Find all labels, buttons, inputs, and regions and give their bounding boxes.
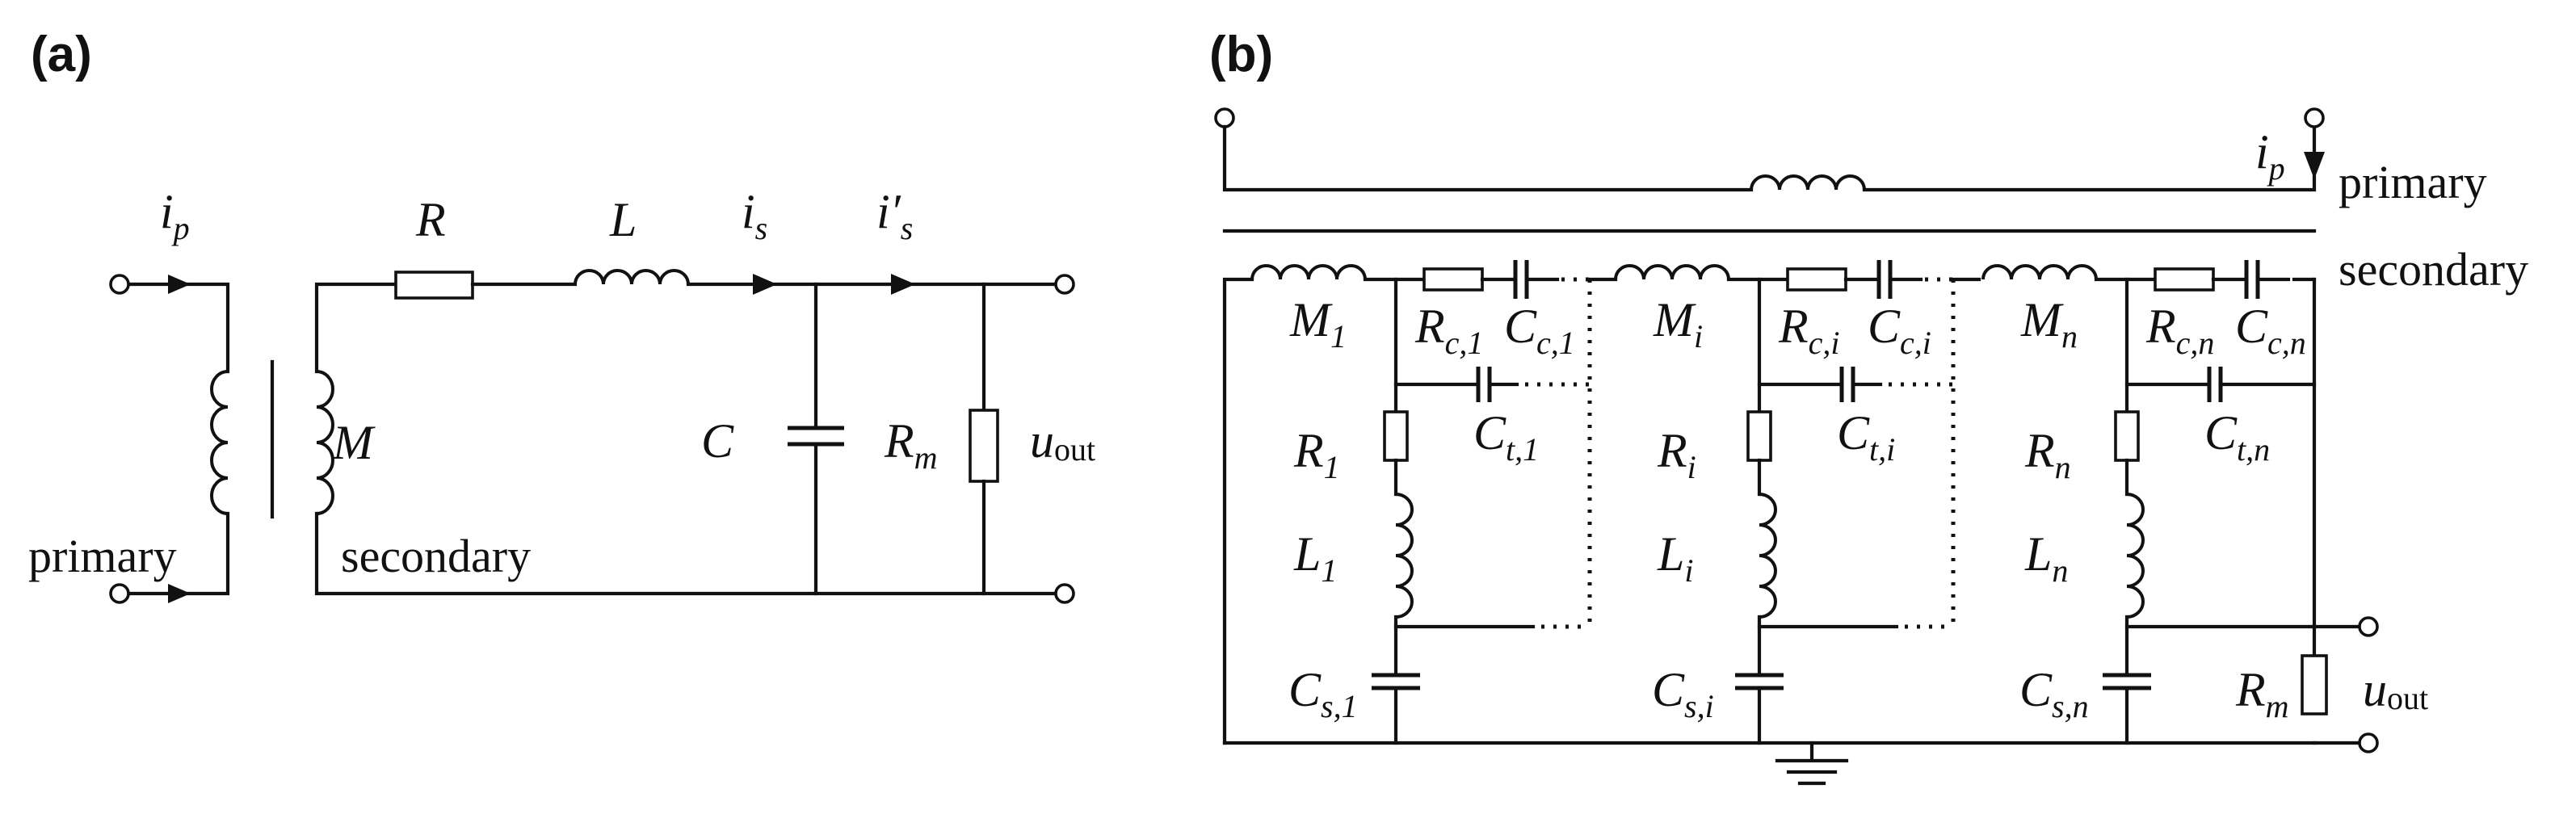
terminal-b-primary-left [1214, 107, 1235, 128]
label-L-n: Ln [2024, 527, 2068, 589]
label-M: M [332, 416, 376, 469]
arrow-ip-top [168, 275, 191, 294]
label-Cc-1: Cc,1 [1504, 300, 1575, 361]
resistor-R-1 [1383, 410, 1409, 462]
panel-b-primary [1214, 107, 2325, 192]
label-b-Rm: Rm [2235, 663, 2289, 724]
label-L-1: L1 [1293, 527, 1337, 589]
label-uout: uout [1030, 414, 1095, 468]
label-primary-a: primary [28, 530, 177, 582]
label-C: C [701, 414, 734, 468]
label-is-prime: i′s [876, 185, 913, 246]
label-b-uout: uout [2363, 663, 2428, 716]
resistor-R [394, 271, 474, 300]
label-R-1: R1 [1293, 424, 1340, 485]
label-L: L [609, 193, 637, 246]
arrow-ip-bottom [168, 584, 191, 603]
arrow-is [753, 274, 777, 295]
terminal-b-out-bottom [2358, 732, 2379, 753]
label-M-1: M1 [1289, 293, 1347, 355]
inductor-M-i [1614, 264, 1730, 280]
terminal-primary-bottom [109, 583, 130, 604]
label-Cs-n: Cs,n [2019, 663, 2089, 724]
label-R: R [415, 193, 446, 246]
label-b-ip: ip [2255, 125, 2285, 187]
label-Ct-n: Ct,n [2204, 406, 2270, 468]
b-primary-winding [1750, 174, 1866, 191]
label-Cs-i: Cs,i [1652, 663, 1714, 724]
secondary-winding [316, 370, 334, 515]
b-primary-wire-right [1862, 124, 2317, 192]
terminal-b-out-top [2358, 616, 2379, 637]
arrow-b-ip [2304, 152, 2325, 179]
resistor-R-i [1746, 410, 1772, 462]
resistor-Rm [969, 409, 999, 483]
panel-b-secondary [1222, 260, 2379, 786]
label-is: is [742, 185, 767, 246]
label-Rc-i: Rc,i [1778, 300, 1840, 361]
resistor-R-n [2114, 410, 2140, 462]
inductor-L-i [1759, 493, 1777, 619]
resistor-Rc-1 [1422, 267, 1484, 292]
label-Rm: Rm [884, 414, 938, 476]
inductor-M-n [1981, 264, 2098, 280]
label-Cc-n: Cc,n [2235, 300, 2306, 361]
label-Ct-1: Ct,1 [1473, 406, 1539, 468]
label-Cc-i: Cc,i [1868, 300, 1931, 361]
resistor-b-Rm [2301, 654, 2328, 715]
label-M-i: Mi [1653, 293, 1703, 355]
primary-bottom-wire [127, 511, 230, 596]
label-primary-b: primary [2339, 156, 2487, 208]
inductor-L-1 [1395, 493, 1414, 619]
panel-a-circuit [109, 269, 1075, 604]
arrow-is-prime [891, 274, 915, 295]
terminal-primary-top [109, 274, 130, 295]
inductor-L-n [2126, 493, 2145, 619]
label-Rc-1: Rc,1 [1414, 300, 1483, 361]
panel-a-tag: (a) [31, 27, 92, 82]
secondary-bottom-wire [314, 511, 1061, 596]
label-R-i: Ri [1657, 424, 1696, 485]
terminal-out-top [1054, 274, 1075, 295]
terminal-b-primary-right [2304, 107, 2325, 128]
label-ip: ip [160, 185, 190, 246]
inductor-L [574, 269, 690, 285]
primary-top-wire [127, 282, 230, 374]
label-Rc-n: Rc,n [2145, 300, 2214, 361]
secondary-top-wire [314, 282, 398, 374]
b-left-rail [1222, 277, 1254, 745]
label-L-i: Li [1657, 527, 1694, 589]
label-Cs-1: Cs,1 [1288, 663, 1358, 724]
primary-winding [210, 370, 229, 515]
panel-b-tag: (b) [1209, 27, 1273, 82]
label-secondary-b: secondary [2339, 243, 2528, 296]
label-R-n: Rn [2024, 424, 2071, 485]
label-secondary-a: secondary [341, 530, 531, 582]
label-M-n: Mn [2020, 293, 2078, 355]
label-Ct-i: Ct,i [1837, 406, 1895, 468]
resistor-Rc-n [2154, 267, 2215, 292]
b-primary-wire-left [1222, 124, 1754, 192]
resistor-Rc-i [1786, 267, 1847, 292]
inductor-M-1 [1250, 264, 1367, 280]
terminal-out-bottom [1054, 583, 1075, 604]
